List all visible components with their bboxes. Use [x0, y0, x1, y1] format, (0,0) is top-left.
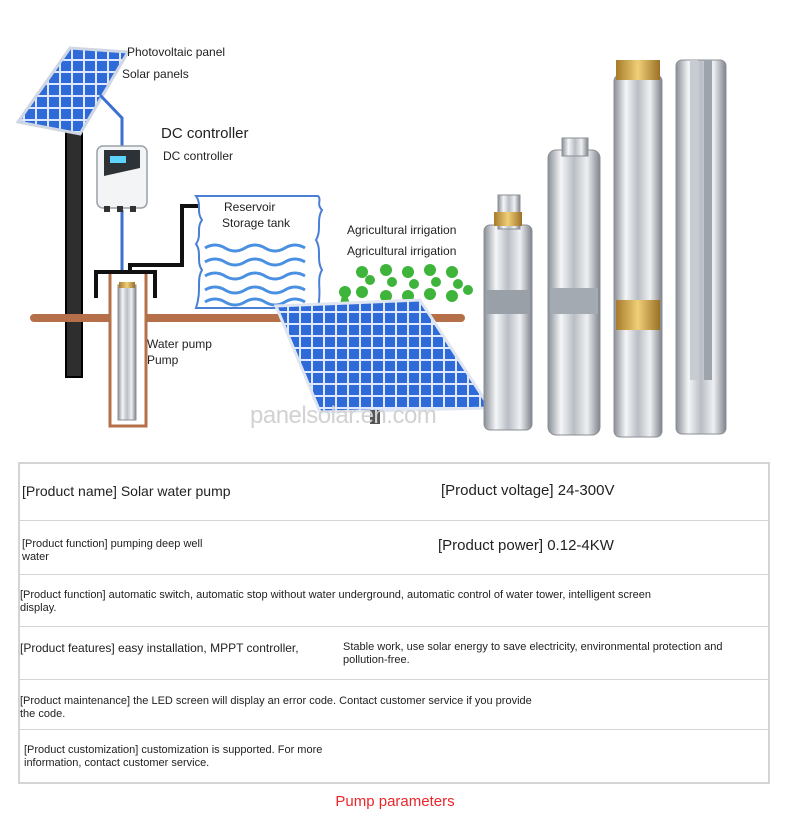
label-storage-tank: Storage tank [222, 216, 291, 230]
label-dc-controller: DC controller [163, 149, 234, 163]
table-row: [Product function] automatic switch, aut… [20, 575, 768, 627]
product-maintenance-cell: [Product maintenance] the LED screen wil… [20, 695, 532, 720]
solar-pump-system-illustration [15, 46, 727, 438]
watermark: panelsolar.en.com [250, 402, 437, 429]
label-pump: Pump [147, 353, 179, 367]
table-row: [Product customization] customization is… [20, 730, 768, 782]
label-agricultural-irrigation-1: Agricultural irrigation [347, 223, 457, 237]
pump-product-1 [483, 194, 533, 431]
top-solar-panel [15, 46, 131, 136]
product-customization-cell: [Product customization] customization is… [24, 744, 323, 769]
pump-product-4 [675, 59, 727, 435]
product-voltage-cell: [Product voltage] 24-300V [441, 482, 615, 499]
product-features-detail-cell: Stable work, use solar energy to save el… [343, 641, 723, 666]
product-name-cell: [Product name] Solar water pump [22, 483, 231, 499]
product-function-cell: [Product function] pumping deep well wat… [22, 538, 203, 563]
label-water-pump: Water pump [147, 337, 212, 351]
label-reservoir: Reservoir [224, 200, 276, 214]
label-agricultural-irrigation-2: Agricultural irrigation [347, 244, 457, 258]
product-features-cell: [Product features] easy installation, MP… [20, 641, 299, 655]
dc-controller-device [96, 145, 148, 212]
label-photovoltaic-panel: Photovoltaic panel [127, 45, 226, 59]
panel-pole [65, 124, 83, 378]
water-pipe [94, 270, 157, 298]
parameter-table: [Product name] Solar water pump [Product… [18, 462, 770, 784]
table-row: [Product features] easy installation, MP… [20, 627, 768, 680]
panel-cable [98, 93, 124, 148]
table-row: [Product name] Solar water pump [Product… [20, 464, 768, 521]
table-row: [Product maintenance] the LED screen wil… [20, 680, 768, 730]
well-pump [117, 284, 137, 421]
label-dc-controller-title: DC controller [161, 125, 249, 142]
reservoir-tank [194, 195, 324, 309]
label-solar-panels: Solar panels [122, 67, 189, 81]
crop-plants [339, 264, 473, 305]
pump-product-3 [613, 60, 663, 438]
table-row: [Product function] pumping deep well wat… [20, 521, 768, 575]
product-function-detail-cell: [Product function] automatic switch, aut… [20, 589, 651, 614]
pump-product-2 [547, 137, 601, 436]
product-power-cell: [Product power] 0.12-4KW [438, 537, 614, 554]
caption-pump-parameters: Pump parameters [335, 793, 455, 810]
